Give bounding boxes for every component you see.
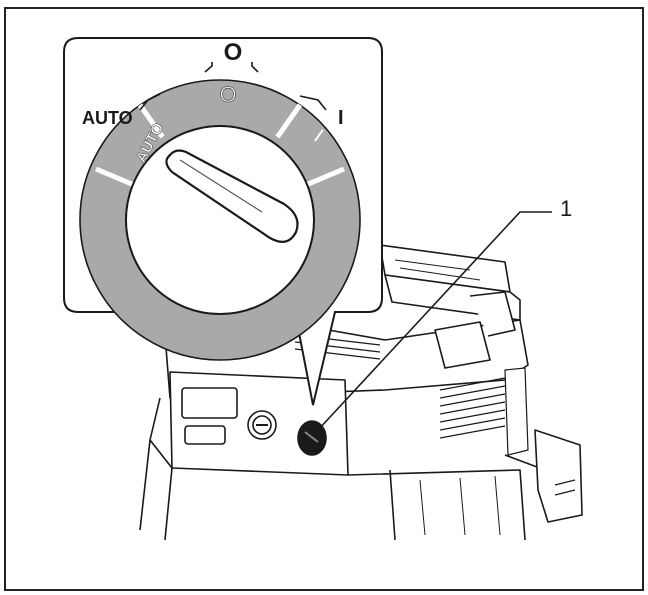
machine-illustration (139, 244, 583, 541)
callout-number: 1 (560, 196, 572, 221)
label-on: I (338, 107, 344, 129)
label-auto: AUTO (82, 108, 133, 128)
separator-auto-off (137, 103, 165, 139)
off-bracket (204, 62, 259, 73)
display-window (181, 387, 238, 419)
outer-labels: O AUTO I (82, 39, 344, 129)
diagram-border (4, 7, 644, 591)
indicator-window (184, 425, 226, 445)
leader-line (317, 211, 552, 431)
selector-dial: O I AUTO (79, 79, 361, 361)
separator-on-bottom (305, 166, 345, 188)
auto-bracket (139, 93, 161, 111)
label-off: O (224, 39, 243, 66)
machine-right-foot (534, 429, 583, 523)
dial-pointer-handle (165, 149, 299, 243)
machine-right-handle (434, 321, 491, 369)
side-vents (439, 367, 529, 456)
separator-auto-bottom (95, 166, 135, 188)
separator-off-on (275, 103, 303, 139)
on-bracket (299, 95, 327, 111)
segment-off-label: O (219, 82, 236, 107)
